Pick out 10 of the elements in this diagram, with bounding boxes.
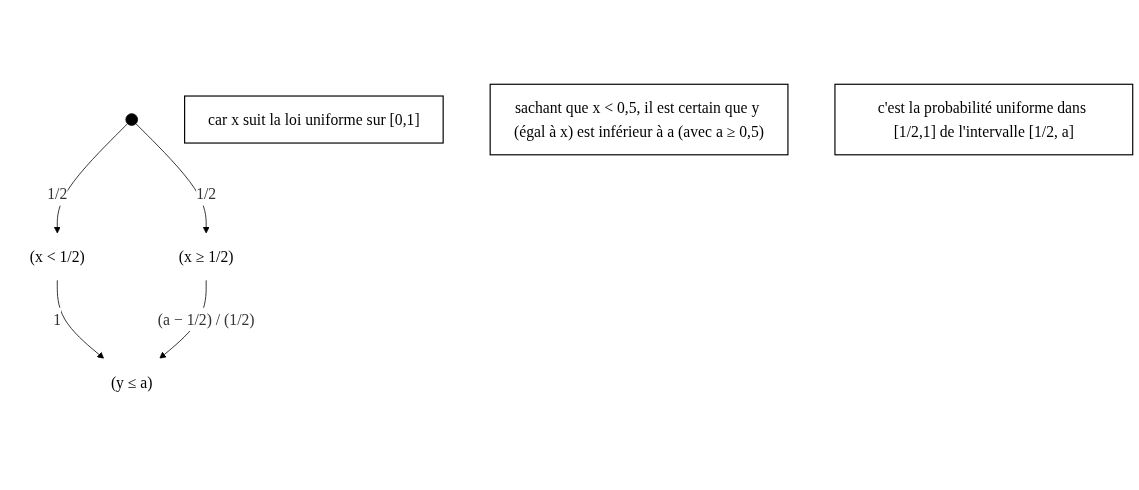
node-box: c'est la probabilité uniforme dans [1/2,1] de l'intervalle [1/2, a] — [834, 83, 1134, 156]
edge-label: 1 — [53, 310, 62, 329]
edge-label: 1/2 — [47, 185, 68, 203]
edge-label: (a − 1/2) / (1/2) — [157, 310, 255, 329]
edge-label: 1/2 — [196, 185, 217, 203]
node-text: (x < 1/2) — [29, 248, 85, 266]
node-box: sachant que x < 0,5, il est certain que y (égal à x) est inférieur à a (avec a ≥ 0,5) — [489, 83, 789, 156]
node-text: (x ≥ 1/2) — [178, 248, 234, 266]
node-box: car x suit la loi uniforme sur [0,1] — [184, 95, 444, 144]
node-text: (y ≤ a) — [110, 373, 153, 391]
